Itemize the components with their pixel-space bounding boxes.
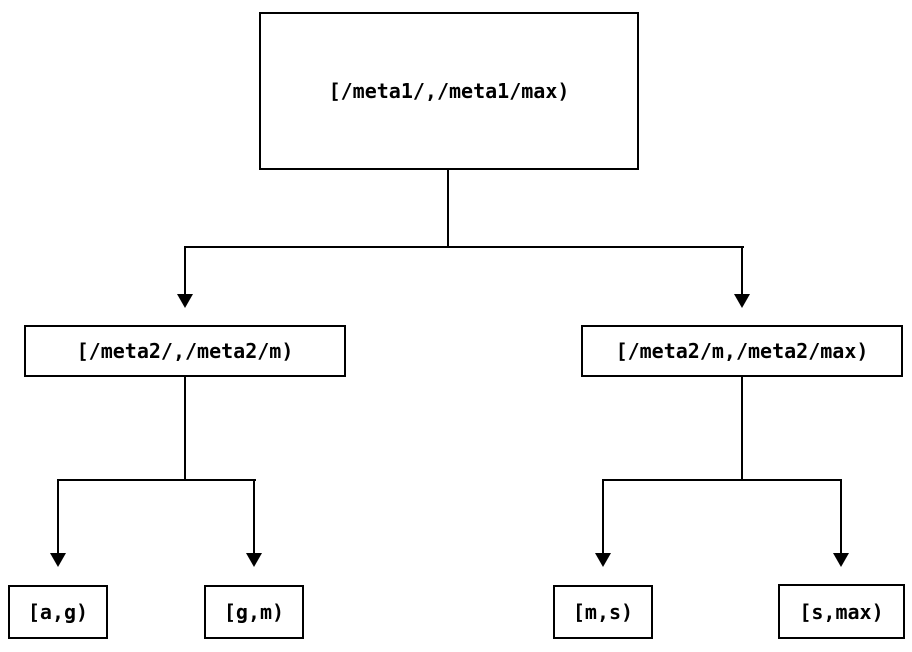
edge-right-stem-line	[741, 377, 743, 481]
leaf-node-smax: [s,max)	[778, 584, 905, 639]
arrowhead-down-icon	[833, 553, 849, 567]
leaf-node-gm: [g,m)	[204, 585, 304, 639]
edge-left-rail-line	[57, 479, 256, 481]
edge-root-left-drop-line	[184, 246, 186, 294]
arrowhead-down-icon	[246, 553, 262, 567]
arrowhead-down-icon	[595, 553, 611, 567]
leaf-gm-label: [g,m)	[223, 600, 285, 624]
arrowhead-down-icon	[50, 553, 66, 567]
edge-root-right-drop-line	[741, 246, 743, 294]
edge-right-rail-line	[602, 479, 842, 481]
edge-left-gm-drop-line	[253, 479, 255, 553]
arrowhead-down-icon	[177, 294, 193, 308]
edge-right-ms-drop-line	[602, 479, 604, 553]
leaf-node-ag: [a,g)	[8, 585, 108, 639]
edge-right-smax-drop-line	[840, 479, 842, 553]
node-left-label: [/meta2/,/meta2/m)	[76, 339, 294, 363]
node-right-label: [/meta2/m,/meta2/max)	[615, 339, 869, 363]
edge-root-stem-line	[447, 170, 449, 248]
edge-root-rail-line	[184, 246, 744, 248]
leaf-ag-label: [a,g)	[27, 600, 89, 624]
node-root-label: [/meta1/,/meta1/max)	[328, 79, 570, 103]
node-root-range: [/meta1/,/meta1/max)	[259, 12, 639, 170]
node-right-range: [/meta2/m,/meta2/max)	[581, 325, 903, 377]
arrowhead-down-icon	[734, 294, 750, 308]
edge-left-ag-drop-line	[57, 479, 59, 553]
edge-left-stem-line	[184, 377, 186, 481]
leaf-ms-label: [m,s)	[572, 600, 634, 624]
leaf-node-ms: [m,s)	[553, 585, 653, 639]
leaf-smax-label: [s,max)	[799, 599, 884, 624]
node-left-range: [/meta2/,/meta2/m)	[24, 325, 346, 377]
